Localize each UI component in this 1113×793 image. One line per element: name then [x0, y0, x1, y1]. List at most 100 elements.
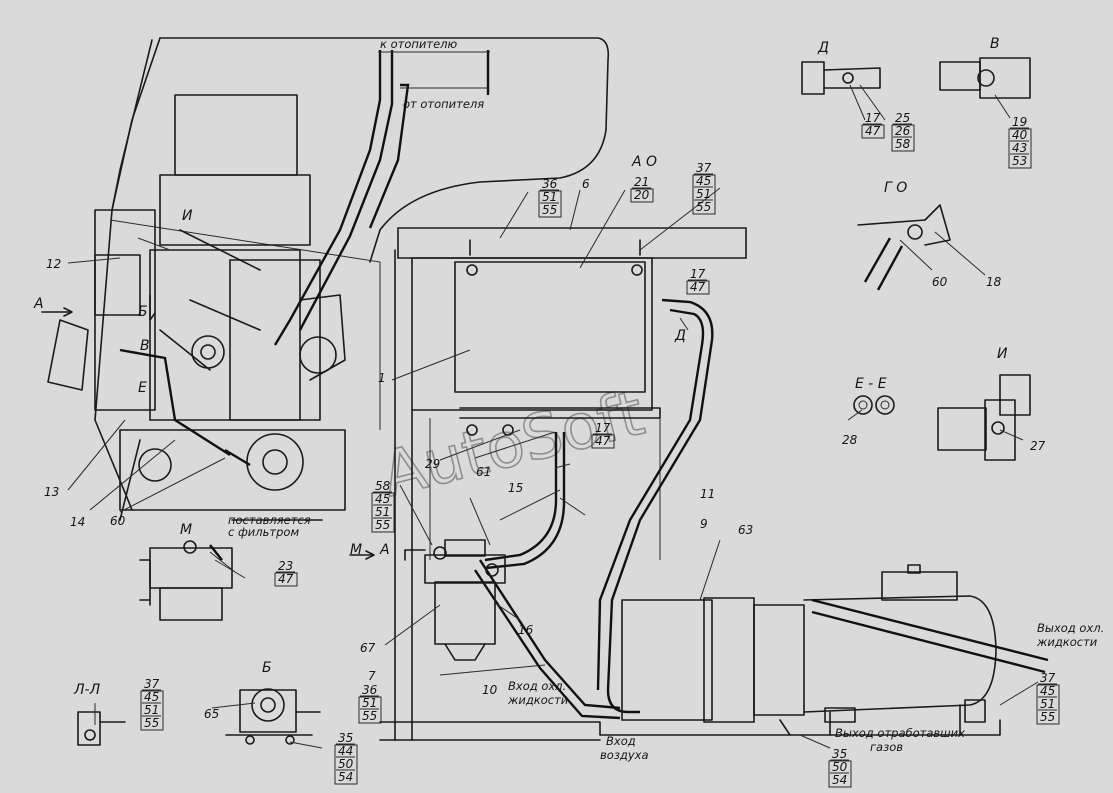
leader-lines	[67, 84, 1039, 749]
stack-frame	[591, 434, 615, 449]
caption-air-in-1: Вход	[606, 734, 636, 748]
label-13: 13	[44, 485, 59, 499]
stack-number: 35	[832, 747, 847, 761]
caption-air-in-2: воздуха	[600, 748, 649, 762]
stack-number: 44	[338, 744, 353, 758]
coolant-hoses	[473, 298, 714, 720]
engine-block	[47, 94, 346, 521]
label-63: 63	[738, 523, 753, 537]
label-1: 1	[378, 371, 386, 385]
stack-frame	[1036, 684, 1060, 725]
stack-number: 47	[865, 124, 881, 138]
view-v-main: В	[140, 338, 150, 354]
view-v: В	[990, 36, 1000, 52]
stack-number: 17	[595, 421, 611, 435]
stack-number: 47	[690, 280, 706, 294]
detail-ee-drawing	[853, 395, 895, 415]
view-b-main: Б	[138, 304, 148, 320]
stack-number: 54	[338, 770, 353, 784]
view-a1: А	[379, 542, 390, 558]
label-61: 61	[476, 465, 491, 479]
label-27: 27	[1030, 439, 1046, 453]
stack-frame	[891, 124, 915, 152]
stack-number: 51	[1040, 697, 1055, 711]
stack-number: 19	[1012, 115, 1027, 129]
stack-number: 55	[144, 716, 159, 730]
stack-frame	[686, 280, 710, 295]
label-11: 11	[700, 487, 715, 501]
view-i: И	[997, 346, 1008, 362]
stack-number: 47	[278, 572, 294, 586]
caption-supplied-2: с фильтром	[228, 525, 299, 539]
heater-unit	[621, 564, 1049, 736]
detail-v-drawing	[939, 57, 1031, 99]
stack-number: 40	[1012, 128, 1028, 142]
detail-b-drawing	[225, 688, 321, 745]
label-29: 29	[425, 457, 440, 471]
stack-number: 21	[634, 175, 649, 189]
stack-frame	[371, 492, 395, 533]
label-14: 14	[70, 515, 85, 529]
label-60-go: 60	[932, 275, 948, 289]
caption-coolant-out-1: Выход охл.	[1037, 621, 1104, 635]
stack-number: 45	[375, 492, 390, 506]
caption-from-heater: от отопителя	[403, 97, 484, 111]
label-16: 16	[518, 623, 534, 637]
detail-i-drawing	[937, 374, 1031, 461]
caption-supplied-1: поставляется	[228, 513, 311, 527]
label-67: 67	[360, 641, 376, 655]
view-ll: Л-Л	[73, 682, 101, 698]
view-arrows	[41, 294, 375, 560]
stack-number: 43	[1012, 141, 1027, 155]
stack-frame	[630, 188, 654, 203]
caption-to-heater: к отопителю	[380, 37, 457, 51]
label-10: 10	[482, 683, 498, 697]
label-12: 12	[46, 257, 61, 271]
stack-number: 36	[542, 177, 558, 191]
stack-number: 51	[144, 703, 159, 717]
stack-number: 45	[1040, 684, 1055, 698]
stack-number: 25	[895, 111, 910, 125]
stack-number: 50	[832, 760, 848, 774]
stack-number: 51	[362, 696, 377, 710]
label-7: 7	[368, 669, 376, 683]
view-a: А	[33, 296, 44, 312]
view-d: Д	[817, 40, 829, 56]
view-ao: А О	[631, 154, 657, 170]
stack-number: 51	[375, 505, 390, 519]
label-60-main: 60	[110, 514, 126, 528]
label-18: 18	[986, 275, 1002, 289]
detail-ll-drawing	[77, 711, 126, 746]
stack-number: 23	[278, 559, 293, 573]
stack-frame	[358, 696, 382, 724]
stack-number: 51	[696, 187, 711, 201]
stack-number: 37	[696, 161, 712, 175]
stack-frame	[140, 690, 164, 731]
label-15: 15	[508, 481, 523, 495]
heater-pipes	[273, 50, 490, 346]
stack-number: 51	[542, 190, 557, 204]
view-b: Б	[262, 660, 272, 676]
stack-number: 20	[634, 188, 650, 202]
caption-coolant-in-2: жидкости	[507, 693, 569, 707]
stack-number: 53	[1012, 154, 1027, 168]
fuel-filter	[404, 539, 506, 661]
stack-number: 17	[865, 111, 881, 125]
stack-number: 55	[362, 709, 377, 723]
stack-number: 45	[696, 174, 711, 188]
view-e: Е	[138, 380, 147, 396]
stack-number: 45	[144, 690, 159, 704]
view-m: М	[180, 522, 192, 538]
stack-frame	[274, 572, 298, 587]
stack-frame	[538, 190, 562, 218]
stack-frame	[1008, 128, 1032, 169]
